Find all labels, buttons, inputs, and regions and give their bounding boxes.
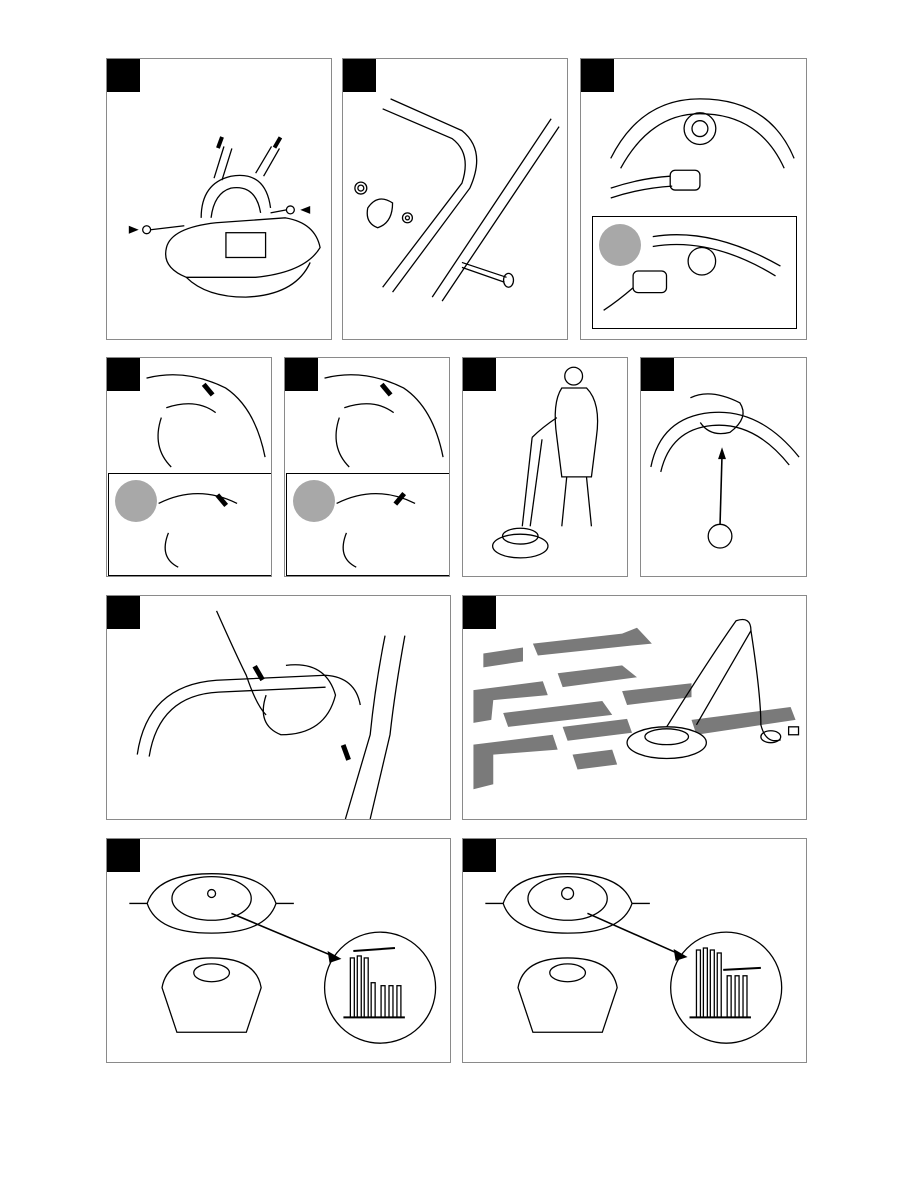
panel-blade-low	[106, 838, 451, 1063]
panel-switch-release	[284, 357, 450, 577]
operator-illustration	[463, 358, 627, 576]
safety-lock-illustration	[641, 358, 806, 576]
panel-handle-assembly	[106, 58, 332, 340]
panel-safety-lock	[640, 357, 807, 577]
panel-start-procedure	[106, 595, 451, 820]
handle-assembly-illustration	[107, 59, 331, 339]
cable-detail-illustration	[593, 217, 796, 328]
panel-mowing-pattern	[462, 595, 807, 820]
inset-detail-box	[108, 473, 272, 576]
start-procedure-illustration	[107, 596, 450, 819]
mowing-pattern-illustration	[463, 596, 806, 819]
panel-switch-press	[106, 357, 272, 577]
panel-cable-connection	[580, 58, 807, 340]
blade-high-illustration	[463, 839, 806, 1062]
bolt-fitting-illustration	[343, 59, 567, 339]
panel-bolt-fitting	[342, 58, 568, 340]
panel-blade-high	[462, 838, 807, 1063]
inset-detail-box	[592, 216, 797, 329]
switch-press-detail	[109, 474, 271, 575]
panel-operator	[462, 357, 628, 577]
switch-release-detail	[287, 474, 449, 575]
blade-low-illustration	[107, 839, 450, 1062]
inset-detail-box	[286, 473, 450, 576]
